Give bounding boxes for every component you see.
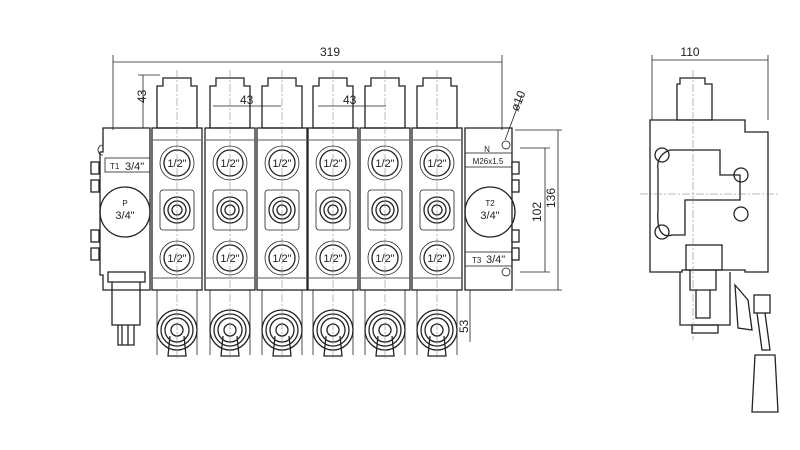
solenoid-icon [416,77,458,129]
t3-label: T3 [472,256,482,265]
dim-102: 102 [530,202,544,222]
t3-size: 3/4" [486,254,505,266]
t2-label: T2 [485,199,495,208]
dim-136: 136 [544,188,558,208]
dim-110: 110 [680,45,699,59]
side-view [640,70,780,413]
t1-label: T1 [110,162,120,171]
solenoid-icon [312,77,354,129]
dim-43-pitch-1: 43 [240,93,254,107]
inlet-size: 3/4" [115,210,134,222]
dim-319: 319 [320,45,340,59]
valve-section: 1/2"1/2" [411,70,463,360]
outlet-end-plate [464,127,520,291]
dim-43-pitch-2: 43 [343,93,357,107]
t2-size: 3/4" [480,210,499,222]
valve-section: 1/2"1/2" [151,70,203,360]
inlet-label: P [122,199,127,208]
valve-section: 1/2"1/2" [204,70,256,360]
valve-section: 1/2"1/2" [307,70,359,360]
valve-section: 1/2"1/2" [359,70,411,360]
solenoid-icon [364,77,406,129]
dim-53: 53 [457,319,471,333]
thread-label: M26x1.5 [473,157,504,166]
solenoid-icon [156,77,198,129]
inlet-end-plate [90,127,151,346]
dimension-lines [112,55,769,342]
t1-size: 3/4" [125,161,144,173]
solenoid-icon [261,77,303,129]
n-port-label: N [484,145,490,154]
solenoid-icon [209,77,251,129]
dim-43-height: 43 [135,89,149,103]
dim-hole-diameter: ø10 [508,88,529,113]
valve-section: 1/2"1/2" [256,70,308,360]
valve-sections: 1/2"1/2"1/2"1/2"1/2"1/2"1/2"1/2"1/2"1/2"… [151,70,463,360]
